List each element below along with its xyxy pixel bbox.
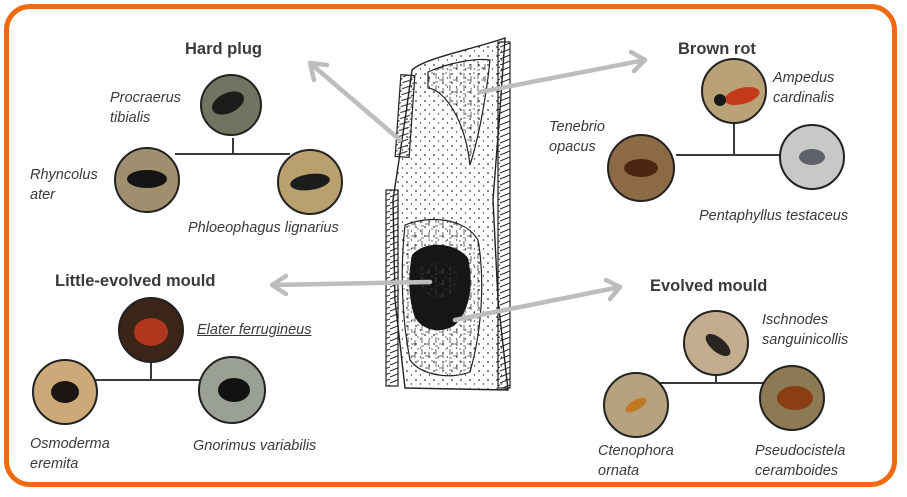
label-tenebrio-opacus: Tenebrio opacus bbox=[549, 117, 605, 157]
label-gnorimus-variabilis: Gnorimus variabilis bbox=[193, 436, 316, 456]
photo-ischnodes-sanguinicollis bbox=[684, 311, 748, 375]
label-pentaphyllus-testaceus: Pentaphyllus testaceus bbox=[699, 206, 848, 226]
photo-procraerus-tibialis bbox=[201, 75, 261, 135]
label-elater-ferrugineus: Elater ferrugineus bbox=[197, 320, 311, 340]
label-osmoderma-eremita: Osmoderma eremita bbox=[30, 434, 110, 474]
photo-gnorimus-variabilis bbox=[199, 357, 265, 423]
photo-ampedus-cardinalis bbox=[702, 59, 766, 123]
photo-ctenophora-ornata bbox=[604, 373, 668, 437]
photo-rhyncolus-ater bbox=[115, 148, 179, 212]
photo-phloeophagus-lignarius bbox=[278, 150, 342, 214]
connector-brown-rot bbox=[676, 121, 790, 155]
label-ctenophora-ornata: Ctenophora ornata bbox=[598, 441, 674, 481]
photo-elater-ferrugineus bbox=[119, 298, 183, 362]
label-rhyncolus-ater: Rhyncolus ater bbox=[30, 165, 98, 205]
photo-tenebrio-opacus bbox=[608, 135, 674, 201]
label-phloeophagus-lignarius: Phloeophagus lignarius bbox=[188, 218, 339, 238]
label-ischnodes-sanguinicollis: Ischnodes sanguinicollis bbox=[762, 310, 848, 350]
heading-brown-rot: Brown rot bbox=[678, 40, 756, 59]
label-procraerus-tibialis: Procraerus tibialis bbox=[110, 88, 181, 128]
label-ampedus-cardinalis: Ampedus cardinalis bbox=[773, 68, 834, 108]
label-pseudocistela-ceramboides: Pseudocistela ceramboides bbox=[755, 441, 845, 481]
bark-strip-lower bbox=[386, 190, 398, 386]
heading-evolved-mould: Evolved mould bbox=[650, 277, 767, 296]
photo-osmoderma-eremita bbox=[33, 360, 97, 424]
photo-pentaphyllus-testaceus bbox=[780, 125, 844, 189]
arrow-to-hard-plug bbox=[310, 63, 400, 140]
heading-hard-plug: Hard plug bbox=[185, 40, 262, 59]
bark-strip-right bbox=[498, 42, 510, 388]
connector-hard-plug bbox=[175, 138, 290, 154]
heading-little-evolved-mould: Little-evolved mould bbox=[55, 272, 215, 291]
photo-pseudocistela-ceramboides bbox=[760, 366, 824, 430]
